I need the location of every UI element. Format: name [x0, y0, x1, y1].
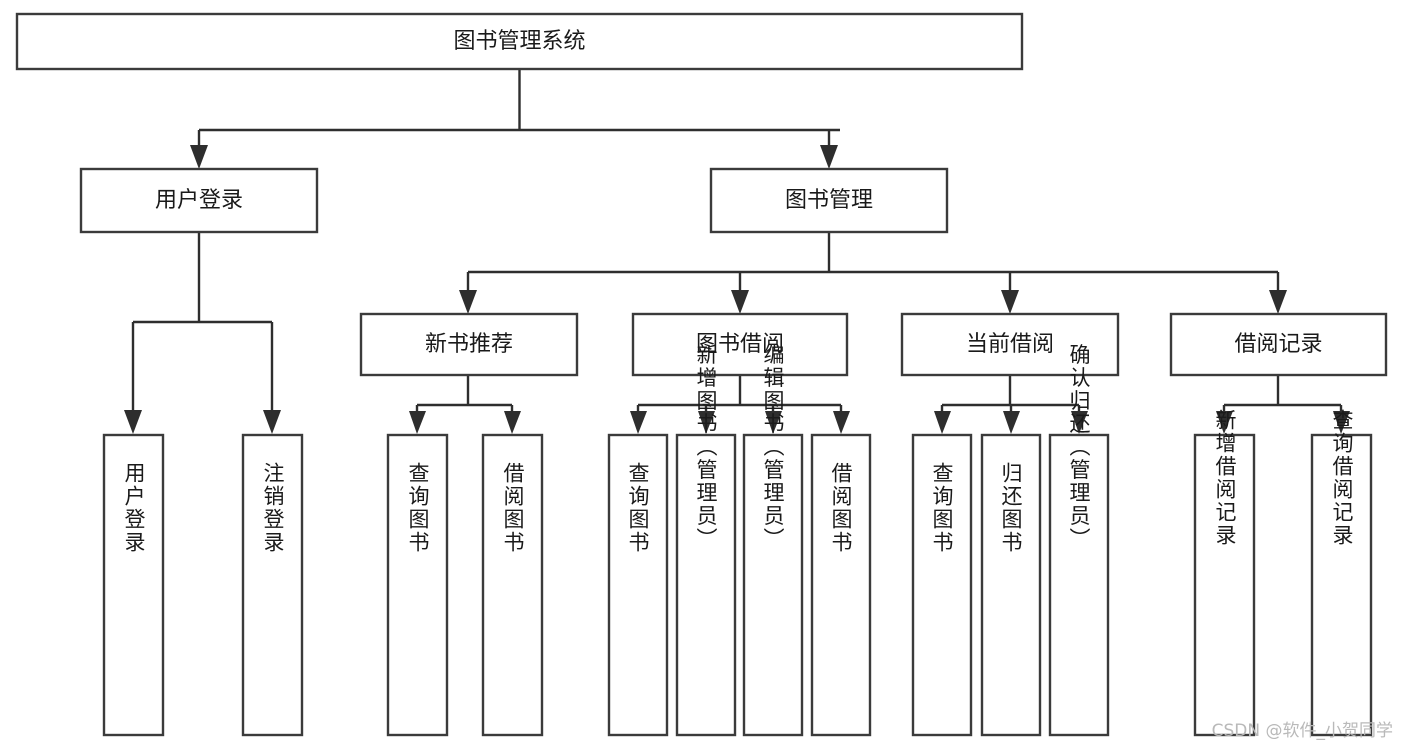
- arrowhead-leaf-add-book: [698, 411, 715, 434]
- arrowhead-leaf-borrow-book-1: [504, 411, 521, 434]
- node-leaf-borrow-book-2[interactable]: 借阅图书: [810, 433, 872, 737]
- arrowhead-leaf-query-book-3: [934, 411, 951, 434]
- node-leaf-logout[interactable]: 注销登录: [241, 433, 304, 737]
- node-leaf-user-login-box[interactable]: [102, 433, 165, 737]
- node-leaf-query-book-1-label: 查询图书: [406, 462, 430, 554]
- node-root[interactable]: 图书管理系统: [15, 12, 1024, 71]
- arrowhead-book-manage: [820, 145, 838, 169]
- node-leaf-logout-box[interactable]: [241, 433, 304, 737]
- node-leaf-borrow-book-2-label: 借阅图书: [829, 462, 853, 554]
- arrowhead-leaf-confirm-return: [1071, 411, 1088, 434]
- node-book-borrow-box[interactable]: [631, 312, 849, 377]
- arrowhead-leaf-edit-book: [765, 411, 782, 434]
- node-leaf-edit-book[interactable]: 编辑图书（管理员）: [742, 344, 804, 737]
- node-leaf-confirm-return-box[interactable]: [1048, 433, 1110, 737]
- node-leaf-query-record-box[interactable]: [1310, 433, 1373, 737]
- node-book-borrow-label: 图书借阅: [696, 332, 784, 357]
- node-borrow-record[interactable]: 借阅记录: [1169, 312, 1388, 377]
- node-book-manage-box[interactable]: [709, 167, 949, 234]
- node-borrow-record-box[interactable]: [1169, 312, 1388, 377]
- node-leaf-query-book-1-box[interactable]: [386, 433, 449, 737]
- node-leaf-edit-book-box[interactable]: [742, 433, 804, 737]
- node-leaf-borrow-book-1-box[interactable]: [481, 433, 544, 737]
- arrowhead-current-borrow: [1001, 290, 1019, 314]
- node-user-login-label: 用户登录: [155, 188, 243, 213]
- node-leaf-add-record[interactable]: 新增借阅记录: [1193, 409, 1256, 737]
- arrowhead-borrow-record: [1269, 290, 1287, 314]
- node-leaf-query-book-2-box[interactable]: [607, 433, 669, 737]
- node-leaf-query-record[interactable]: 查询借阅记录: [1310, 409, 1373, 737]
- node-leaf-user-login-label: 用户登录: [122, 462, 146, 554]
- arrowhead-leaf-query-book-1: [409, 411, 426, 434]
- arrowhead-new-book-rec: [459, 290, 477, 314]
- node-book-manage-label: 图书管理: [785, 188, 873, 213]
- node-new-book-rec-label: 新书推荐: [425, 332, 513, 357]
- node-leaf-borrow-book-1[interactable]: 借阅图书: [481, 433, 544, 737]
- arrowhead-user-login: [190, 145, 208, 169]
- node-leaf-add-book[interactable]: 新增图书（管理员）: [675, 344, 737, 737]
- node-leaf-user-login[interactable]: 用户登录: [102, 433, 165, 737]
- node-leaf-query-book-1[interactable]: 查询图书: [386, 433, 449, 737]
- node-user-login-box[interactable]: [79, 167, 319, 234]
- node-leaf-add-book-box[interactable]: [675, 433, 737, 737]
- node-leaf-edit-book-label: 编辑图书（管理员）: [761, 344, 785, 551]
- arrowhead-leaf-user-login: [124, 410, 142, 434]
- arrowhead-leaf-query-book-2: [630, 411, 647, 434]
- csdn-watermark: CSDN @软件_小贺同学: [1211, 721, 1393, 741]
- arrowhead-leaf-query-record: [1333, 411, 1350, 434]
- node-leaf-query-book-2[interactable]: 查询图书: [607, 433, 669, 737]
- node-current-borrow-label: 当前借阅: [966, 332, 1054, 357]
- node-leaf-return-book-box[interactable]: [980, 433, 1042, 737]
- node-book-borrow[interactable]: 图书借阅: [631, 312, 849, 377]
- node-root-box[interactable]: [15, 12, 1024, 71]
- node-leaf-add-record-label: 新增借阅记录: [1213, 409, 1237, 547]
- edge-layer: [124, 69, 1350, 434]
- arrowhead-book-borrow: [731, 290, 749, 314]
- node-leaf-query-book-3-label: 查询图书: [930, 462, 954, 554]
- arrowhead-leaf-add-record: [1216, 411, 1233, 434]
- node-leaf-query-book-3[interactable]: 查询图书: [911, 433, 973, 737]
- node-leaf-query-record-label: 查询借阅记录: [1330, 409, 1354, 547]
- node-leaf-return-book-label: 归还图书: [999, 462, 1023, 554]
- arrowhead-leaf-logout: [263, 410, 281, 434]
- node-leaf-confirm-return-label: 确认归还（管理员）: [1067, 344, 1091, 551]
- node-borrow-record-label: 借阅记录: [1234, 332, 1322, 357]
- node-leaf-query-book-3-box[interactable]: [911, 433, 973, 737]
- node-leaf-confirm-return[interactable]: 确认归还（管理员）: [1048, 344, 1110, 737]
- node-new-book-rec[interactable]: 新书推荐: [359, 312, 579, 377]
- node-leaf-logout-label: 注销登录: [261, 462, 285, 554]
- node-book-manage[interactable]: 图书管理: [709, 167, 949, 234]
- node-current-borrow[interactable]: 当前借阅: [900, 312, 1120, 377]
- node-leaf-borrow-book-1-label: 借阅图书: [501, 462, 525, 554]
- node-leaf-add-book-label: 新增图书（管理员）: [694, 344, 718, 551]
- arrowhead-leaf-borrow-book-2: [833, 411, 850, 434]
- node-user-login[interactable]: 用户登录: [79, 167, 319, 234]
- node-leaf-query-book-2-label: 查询图书: [626, 462, 650, 554]
- node-leaf-add-record-box[interactable]: [1193, 433, 1256, 737]
- node-root-label: 图书管理系统: [453, 29, 585, 54]
- node-current-borrow-box[interactable]: [900, 312, 1120, 377]
- arrowhead-leaf-return-book: [1003, 411, 1020, 434]
- node-leaf-borrow-book-2-box[interactable]: [810, 433, 872, 737]
- node-leaf-return-book[interactable]: 归还图书: [980, 433, 1042, 737]
- node-new-book-rec-box[interactable]: [359, 312, 579, 377]
